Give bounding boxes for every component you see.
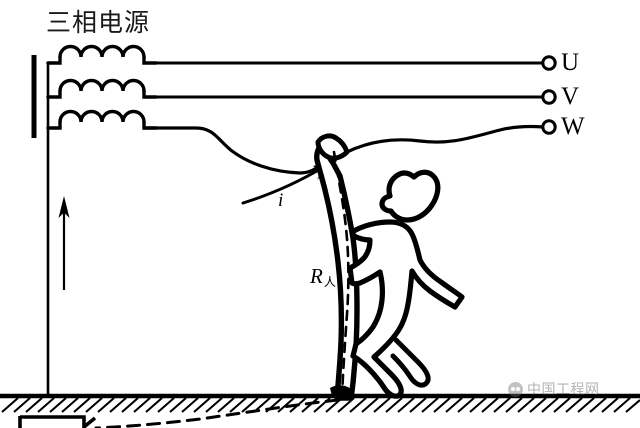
terminal-label-w: W: [561, 113, 585, 140]
terminal-v[interactable]: [541, 89, 557, 105]
earth-hatching: [1, 397, 640, 413]
page-title: 三相电源: [46, 8, 151, 37]
phase-line-w-right: [345, 124, 545, 154]
dashed-current-path-through-body: [332, 150, 350, 398]
terminal-w[interactable]: [541, 119, 557, 135]
resistance-subscript: 人: [323, 275, 336, 289]
person-hand: [315, 133, 350, 161]
ground-electrode: [18, 415, 97, 428]
foot-ground-contact: [330, 385, 353, 396]
upward-ground-current-arrow: [58, 196, 70, 290]
dashed-earth-return-path: [94, 398, 340, 428]
terminal-u[interactable]: [541, 55, 557, 71]
person-body: [347, 219, 465, 399]
terminal-label-u: U: [561, 49, 580, 76]
person-head: [379, 169, 441, 223]
person-rear-foot: [390, 337, 431, 388]
terminal-label-v: V: [561, 83, 580, 110]
person-silhouette: [314, 133, 465, 401]
winding-u: [46, 44, 158, 65]
resistance-symbol: R: [310, 264, 323, 288]
winding-v: [46, 78, 158, 99]
three-phase-windings: [46, 44, 158, 130]
phase-line-w-sagging-left: [142, 126, 332, 175]
winding-w: [46, 109, 158, 130]
current-label: i: [278, 190, 284, 211]
body-resistance-label: R人: [310, 264, 336, 290]
